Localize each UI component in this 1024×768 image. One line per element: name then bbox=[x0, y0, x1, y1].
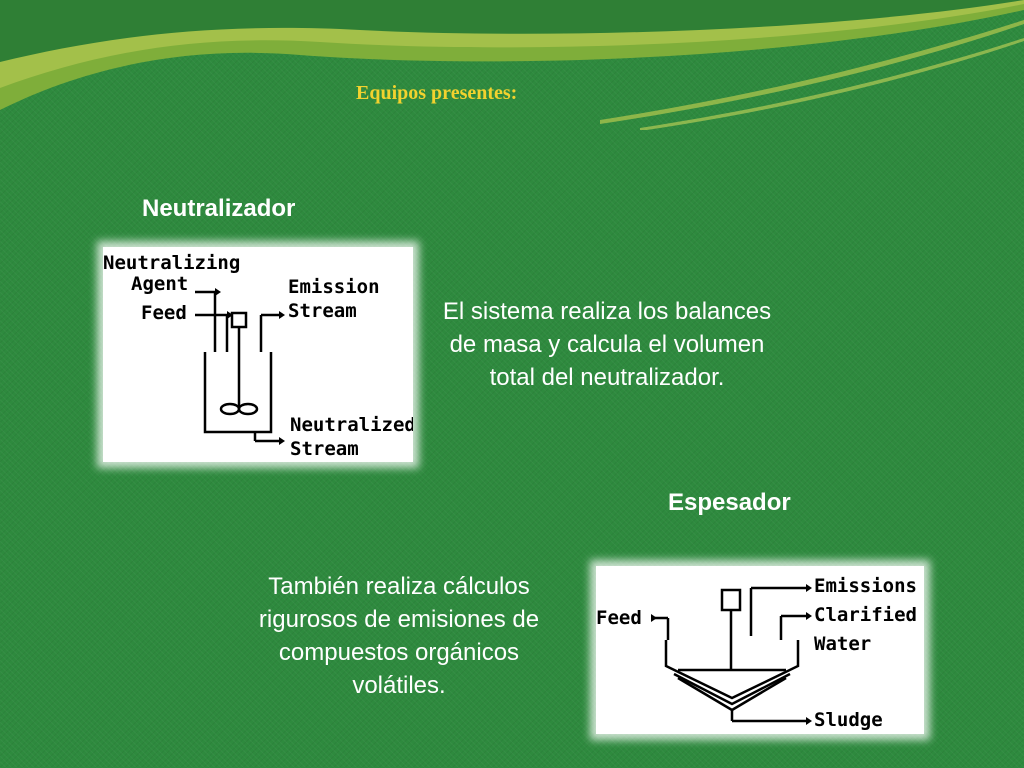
diagram-label-emission-line1: Emission bbox=[288, 276, 380, 298]
diagram-label-sludge: Sludge bbox=[814, 709, 883, 731]
diagram-label-emissions: Emissions bbox=[814, 575, 917, 597]
diagram-label-agent-line2: Agent bbox=[131, 273, 188, 295]
thickener-title: Espesador bbox=[668, 489, 791, 516]
neutralizer-vessel bbox=[195, 290, 279, 443]
thickener-vessel bbox=[651, 586, 806, 723]
neutralizer-title: Neutralizador bbox=[142, 195, 296, 222]
diagram-label-emission-line2: Stream bbox=[288, 300, 357, 322]
diagram-label-agent-line1: Neutralizing bbox=[103, 252, 240, 274]
thickener-diagram: Feed Emissions Clarified Water Sludge bbox=[596, 566, 924, 734]
diagram-label-neutralized-line2: Stream bbox=[290, 438, 359, 460]
slide-heading: Equipos presentes: bbox=[356, 82, 518, 104]
diagram-label-feed: Feed bbox=[141, 302, 187, 324]
thickener-description: También realiza cálculos rigurosos de em… bbox=[258, 573, 540, 699]
neutralizer-diagram: Neutralizing Agent Feed Emission Stream … bbox=[103, 247, 413, 462]
diagram-label-neutralized-line1: Neutralized bbox=[290, 414, 413, 436]
diagram-label-clarified-line2: Water bbox=[814, 633, 871, 655]
neutralizer-description: El sistema realiza los balances de masa … bbox=[442, 298, 772, 391]
diagram-label-feed: Feed bbox=[596, 607, 642, 629]
diagram-label-clarified-line1: Clarified bbox=[814, 604, 917, 626]
top-wave-decoration bbox=[0, 0, 1024, 130]
